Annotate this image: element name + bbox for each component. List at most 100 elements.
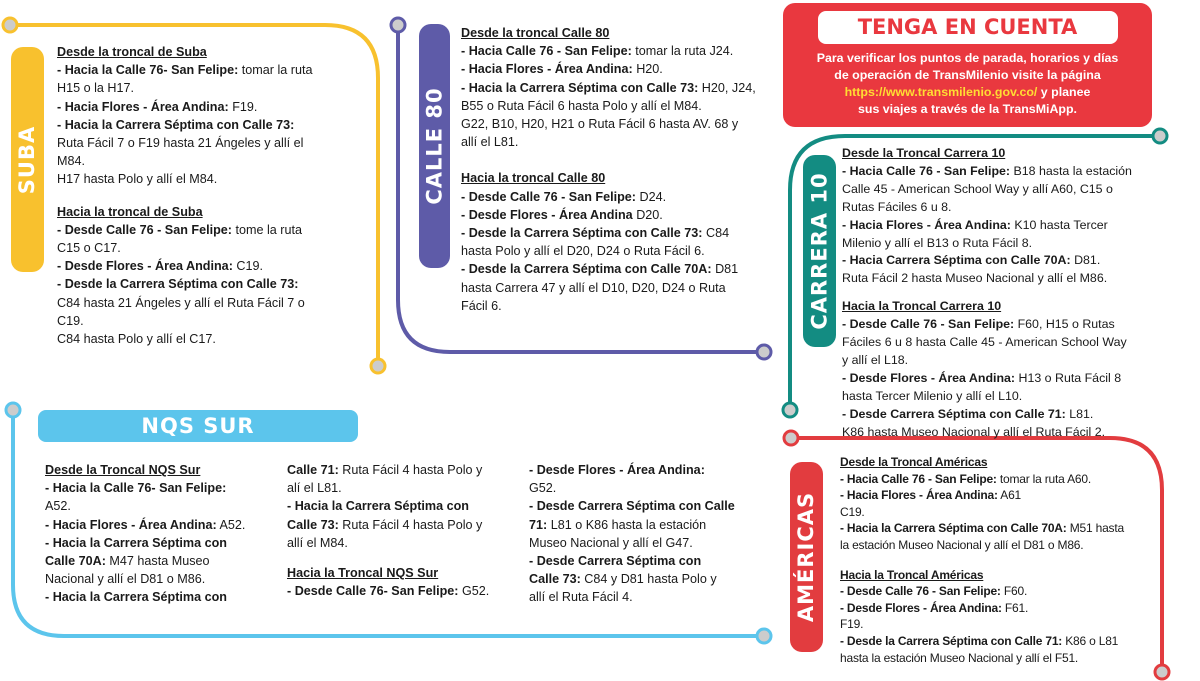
route-line-bold: - Desde Calle 76- San Felipe: (287, 584, 459, 599)
route-line-bold: - Hacia la Carrera Séptima con Calle 73: (57, 117, 295, 132)
route-line: K86 hasta Museo Nacional y allí el Ruta … (842, 424, 1162, 442)
calle80-text: Desde la troncal Calle 80 - Hacia Calle … (461, 24, 781, 315)
route-line: - Desde Carrera Séptima con Calle 71: L8… (842, 406, 1162, 424)
suba-text: Desde la troncal de Suba - Hacia la Call… (57, 43, 357, 348)
route-line: - Hacia Flores - Área Andina: A61 (840, 487, 1155, 504)
route-line: Calle 73: Ruta Fácil 4 hasta Polo y (287, 516, 522, 534)
notice-title: TENGA EN CUENTA (817, 11, 1118, 44)
route-line-text: tomar la ruta A60. (996, 471, 1091, 486)
route-line-bold: - Desde Carrera Séptima con (529, 554, 702, 569)
route-line-text: G52. (458, 584, 490, 599)
notice-line2: de operación de TransMilenio visite la p… (834, 68, 1101, 82)
route-line-text: A61 (997, 488, 1022, 503)
route-line-bold: Calle 71: (287, 463, 339, 477)
route-line-text: hasta la estación Museo Nacional y allí … (840, 650, 1079, 665)
route-line: C84 hasta 21 Ángeles y allí el Ruta Fáci… (57, 294, 357, 312)
route-line: C15 o C17. (57, 239, 357, 257)
route-line-text: y allí el L18. (842, 352, 909, 367)
calle80-start-node (389, 16, 407, 34)
route-line: la estación Museo Nacional y allí el D81… (840, 537, 1155, 554)
route-line-text: hasta Tercer Milenio y allí el L10. (842, 388, 1023, 403)
route-line-text: D24. (635, 189, 667, 204)
route-line-bold: Calle 73: (287, 517, 339, 532)
route-line: hasta la estación Museo Nacional y allí … (840, 650, 1155, 667)
route-line-bold: - Hacia la Carrera Séptima con (287, 499, 469, 514)
route-line-text: F19. (228, 99, 258, 114)
route-line-bold: - Desde Flores - Área Andina: (840, 600, 1002, 615)
route-line-text: B55 o Ruta Fácil 6 hasta Polo y allí el … (461, 98, 702, 113)
route-line-text: M84. (57, 154, 85, 169)
suba-end-node (369, 357, 387, 375)
route-line-text: Rutas Fáciles 6 u 8. (842, 199, 952, 214)
americas-desde-list: - Hacia Calle 76 - San Felipe: tomar la … (840, 471, 1155, 554)
route-line-text: allí el M84. (287, 535, 348, 550)
route-line-text: D20. (632, 207, 663, 222)
route-line: hasta Tercer Milenio y allí el L10. (842, 388, 1162, 406)
route-line-bold: - Hacia la Carrera Séptima con Calle 70A… (840, 521, 1067, 536)
route-line: - Hacia Carrera Séptima con Calle 70A: D… (842, 252, 1162, 270)
carrera10-tab-label: CARRERA 10 (807, 172, 832, 330)
americas-start-node (782, 429, 800, 447)
route-line: - Desde la Carrera Séptima con Calle 70A… (461, 260, 781, 278)
route-line: - Hacia Calle 76 - San Felipe: B18 hasta… (842, 163, 1162, 181)
notice-box: TENGA EN CUENTA Para verificar los punto… (783, 3, 1152, 127)
route-line-text: tome la ruta (231, 222, 302, 237)
route-line-text: F19. (840, 617, 864, 632)
americas-tab-label: AMÉRICAS (794, 491, 819, 623)
route-line: C19. (840, 504, 1155, 521)
route-line: - Desde Calle 76 - San Felipe: D24. (461, 188, 781, 206)
calle80-end-node (755, 343, 773, 361)
route-line: - Hacia la Carrera Séptima con (45, 534, 280, 552)
route-line-bold: - Hacia Calle 76 - San Felipe: (840, 471, 997, 486)
route-line-bold: Calle 73: (529, 572, 581, 587)
route-line-text: M51 hasta (1066, 521, 1124, 536)
route-line-text: Calle 45 - American School Way y allí A6… (842, 181, 1113, 196)
route-line-text: H20, J24, (698, 80, 756, 95)
route-line: G22, B10, H20, H21 o Ruta Fácil 6 hasta … (461, 115, 781, 133)
nqs-col2: Calle 71: Ruta Fácil 4 hasta Polo y alí e… (287, 461, 522, 600)
route-line-text: alí el L81. (287, 481, 342, 496)
route-line-bold: - Hacia Flores - Área Andina: (842, 217, 1011, 232)
route-line-text: Ruta Fácil 4 hasta Polo y (338, 517, 483, 532)
route-line: - Hacia Calle 76 - San Felipe: tomar la … (461, 42, 781, 60)
calle80-hacia-list: - Desde Calle 76 - San Felipe: D24. - Des… (461, 188, 781, 315)
route-line: - Hacia Calle 76 - San Felipe: tomar la … (840, 471, 1155, 488)
route-line: - Hacia Flores - Área Andina: F19. (57, 98, 357, 116)
route-line: 71: L81 o K86 hasta la estación (529, 516, 769, 534)
route-line: allí el L81. (461, 133, 781, 151)
notice-link[interactable]: https://www.transmilenio.gov.co/ (844, 85, 1038, 99)
suba-tab-label: SUBA (15, 125, 40, 194)
route-line: Milenio y allí el B13 o Ruta Fácil 8. (842, 235, 1162, 253)
nqs-col1: Desde la Troncal NQS Sur - Hacia la Call… (45, 461, 280, 607)
route-line-bold: - Desde la Carrera Séptima con Calle 73: (461, 226, 703, 241)
route-line: Ruta Fácil 2 hasta Museo Nacional y allí… (842, 270, 1162, 288)
route-line-text: Ruta Fácil 2 hasta Museo Nacional y allí… (842, 271, 1108, 286)
route-line-bold: - Hacia Carrera Séptima con Calle 70A: (842, 253, 1071, 268)
carrera10-start-node (1151, 127, 1169, 145)
route-line-text: D81 (711, 262, 739, 277)
route-line: y allí el L18. (842, 352, 1162, 370)
route-line-text: la estación Museo Nacional y allí el D81… (840, 537, 1084, 552)
route-line: - Desde la Carrera Séptima con Calle 73: (57, 275, 357, 293)
route-line: Calle 71: Ruta Fácil 4 hasta Polo y (287, 461, 522, 479)
route-line: - Desde Carrera Séptima con (529, 552, 769, 570)
americas-tab: AMÉRICAS (790, 462, 823, 652)
calle80-hacia-title: Hacia la troncal Calle 80 (461, 171, 606, 186)
route-line-text: H17 hasta Polo y allí el M84. (57, 172, 218, 187)
suba-hacia-title: Hacia la troncal de Suba (57, 204, 203, 219)
route-line: A52. (45, 497, 280, 515)
suba-start-node (1, 16, 19, 34)
route-line: C84 hasta Polo y allí el C17. (57, 330, 357, 348)
route-line-text: D81. (1070, 253, 1101, 268)
route-line: hasta Carrera 47 y allí el D10, D20, D24… (461, 279, 781, 297)
route-line-text: F60. (1000, 584, 1028, 599)
route-line-text: F61. (1001, 600, 1029, 615)
route-line: - Desde Calle 76 - San Felipe: F60. (840, 583, 1155, 600)
route-line-bold: - Hacia Flores - Área Andina: (840, 488, 998, 503)
route-line-text: B18 hasta la estación (1010, 163, 1132, 178)
suba-desde-title: Desde la troncal de Suba (57, 45, 207, 59)
route-line-text: G22, B10, H20, H21 o Ruta Fácil 6 hasta … (461, 117, 739, 132)
route-line-text: C19. (840, 504, 865, 519)
carrera10-desde-list: - Hacia Calle 76 - San Felipe: B18 hasta… (842, 163, 1162, 288)
route-line-bold: - Desde Calle 76 - San Felipe: (842, 317, 1015, 332)
